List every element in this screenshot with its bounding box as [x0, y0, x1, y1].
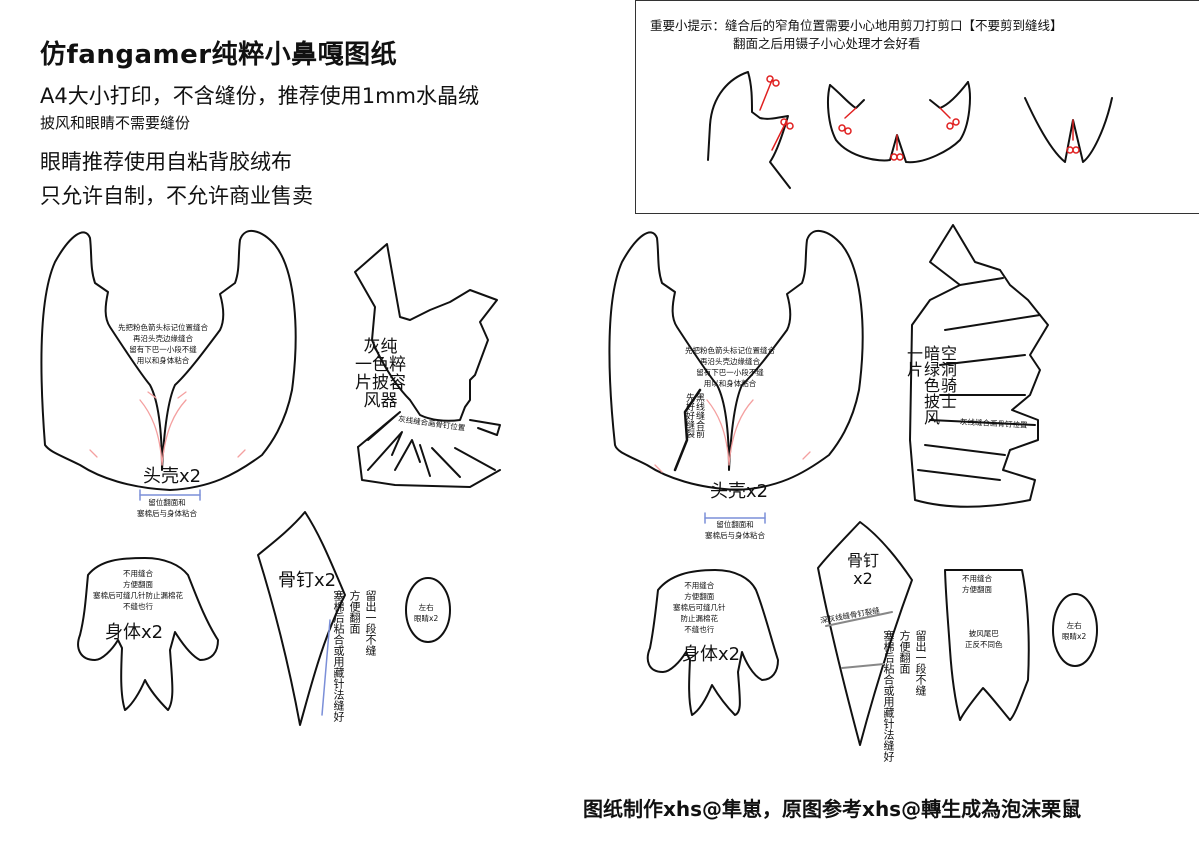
left-body — [77, 557, 219, 711]
tip-illustration-2 — [827, 81, 971, 164]
right-eye — [1052, 593, 1098, 667]
page-title: 仿fangamer纯粹小鼻嘎图纸 — [40, 40, 398, 70]
left-head-gap-arrow — [139, 489, 201, 501]
left-spike — [257, 511, 346, 726]
instruction-license: 只允许自制，不允许商业售卖 — [40, 184, 313, 208]
tip-box — [635, 0, 1199, 214]
right-head-gap-arrow — [704, 512, 766, 524]
right-spike-note: 留出一段不缝 方便翻面 塞棉后粘合或用藏针法缝好 — [882, 630, 927, 762]
left-body-label: 身体x2 — [105, 622, 164, 643]
left-cape — [354, 243, 501, 488]
right-tail-note: 不用缝合 方便翻面 — [962, 574, 992, 594]
left-eye — [405, 577, 451, 643]
right-head-label: 头壳x2 — [710, 481, 769, 502]
tip-illustration-1 — [707, 71, 791, 189]
left-head-gap-note: 留位翻面和 塞棉后与身体粘合 — [137, 498, 197, 518]
right-cape-label: 空洞骑士 暗绿色披风 一片 — [904, 345, 957, 425]
right-spike-lines — [825, 611, 893, 669]
instruction-eyes: 眼睛推荐使用自粘背胶绒布 — [40, 150, 292, 174]
right-head-note: 先把粉色箭头标记位置缝合 再沿头壳边缘缝合 留有下巴一小段不缝 用以和身体粘合 — [685, 346, 775, 388]
right-body-label: 身体x2 — [682, 644, 741, 665]
tip-text-2: 翻面之后用镊子小心处理才会好看 — [733, 36, 921, 51]
left-eye-label: 左右 眼睛x2 — [414, 603, 439, 623]
right-head-black-line — [673, 388, 702, 472]
left-cape-label: 灰纯 一色粹 片披容 风器 — [355, 337, 406, 411]
right-head-shell — [608, 230, 864, 491]
right-spike — [817, 521, 913, 746]
right-head-arrows — [654, 399, 811, 473]
scissor-icons — [759, 75, 1080, 161]
right-tail — [944, 569, 1030, 721]
right-spike-label: 骨钉 x2 — [847, 551, 880, 588]
right-cape — [909, 224, 1049, 508]
right-head-gap-note: 留位翻面和 塞棉后与身体粘合 — [705, 520, 765, 540]
left-head-label: 头壳x2 — [143, 466, 202, 487]
left-body-note: 不用缝合 方便翻面 塞棉后可缝几针防止漏棉花 不缝也行 — [93, 569, 183, 611]
right-tail-label: 披风尾巴 正反不同色 — [965, 629, 1003, 649]
right-body — [646, 569, 779, 716]
tip-text-1: 重要小提示：缝合后的窄角位置需要小心地用剪刀打剪口【不要剪到缝线】 — [650, 18, 1063, 33]
left-head-arrows — [89, 391, 246, 466]
credit-line: 图纸制作xhs@隼崽，原图参考xhs@轉生成為泡沫栗鼠 — [583, 797, 1082, 821]
left-spike-label: 骨钉x2 — [278, 570, 337, 591]
right-black-line-note: 黑线缝合前先好好缝裂 — [684, 393, 704, 438]
left-head-shell — [40, 230, 297, 491]
right-eye-label: 左右 眼睛x2 — [1062, 621, 1087, 641]
left-spike-note: 留出一段不缝 方便翻面 塞棉后粘合或用藏针法缝好 — [332, 590, 377, 722]
instruction-seam: 披风和眼睛不需要缝份 — [40, 114, 191, 132]
right-body-note: 不用缝合 方便翻面 塞棉后可缝几针 防止漏棉花 不缝也行 — [673, 581, 726, 634]
left-spike-gap-arrow — [321, 619, 331, 716]
instruction-print: A4大小打印，不含缝份，推荐使用1mm水晶绒 — [40, 84, 479, 108]
left-head-note: 先把粉色箭头标记位置缝合 再沿头壳边缘缝合 留有下巴一小段不缝 用以和身体粘合 — [118, 323, 208, 365]
